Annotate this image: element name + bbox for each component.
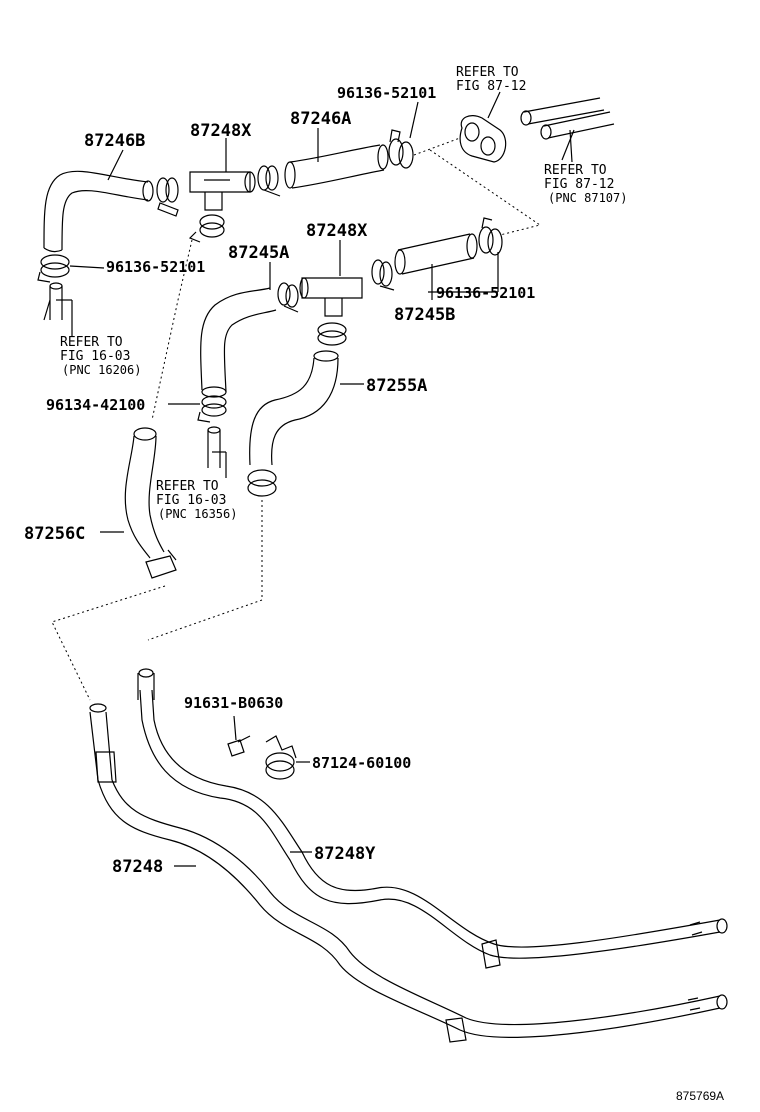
ref-right-line3: (PNC 87107): [548, 191, 627, 205]
ref-top-line1: REFER TO: [456, 65, 519, 80]
figure-code: 875769A: [676, 1089, 724, 1103]
label-87248X-top: 87248X: [190, 121, 252, 141]
clamp-96136-right: [478, 217, 503, 256]
label-96134: 96134-42100: [46, 396, 145, 414]
hose-87245A: [200, 287, 277, 393]
pipe-87248Y: [139, 689, 721, 959]
clamp-96136-left: [37, 254, 70, 283]
clamp-5: [371, 259, 395, 291]
tee-87248X-mid: [299, 277, 363, 317]
pipe-87248: [97, 779, 721, 1038]
hose-87245B: [397, 233, 475, 275]
hose-87246A: [289, 144, 385, 189]
label-87245B: 87245B: [394, 305, 455, 325]
label-91631: 91631-B0630: [184, 694, 283, 712]
clamp-7: [247, 469, 277, 497]
ref-top-line2: FIG 87-12: [456, 79, 526, 94]
clamp-96134: [197, 395, 227, 423]
label-87246B: 87246B: [84, 131, 145, 151]
pipes-top-right: [520, 97, 615, 163]
ref-mid-line1: REFER TO: [156, 479, 219, 494]
label-96136-top: 96136-52101: [337, 84, 436, 102]
ref-left-line2: FIG 16-03: [60, 349, 130, 364]
ref-right-line1: REFER TO: [544, 163, 607, 178]
pipe-stub-left: [43, 282, 63, 321]
label-87124: 87124-60100: [312, 754, 411, 772]
label-87248X-mid: 87248X: [306, 221, 368, 241]
hose-87246B: [43, 170, 149, 251]
clamp-6: [317, 322, 347, 346]
clamp-4: [277, 282, 299, 313]
clamp-1: [156, 177, 179, 217]
label-87248Y: 87248Y: [314, 844, 376, 864]
clamp-2: [188, 214, 225, 243]
ref-left-line1: REFER TO: [60, 335, 123, 350]
pipe-stub-mid: [207, 426, 221, 468]
label-87245A: 87245A: [228, 243, 289, 263]
ref-right-line2: FIG 87-12: [544, 177, 614, 192]
clamp-8: [145, 549, 177, 579]
bolt-91631: [227, 735, 251, 757]
tee-87248X-top: [189, 171, 256, 211]
ref-mid-line2: FIG 16-03: [156, 493, 226, 508]
ref-mid-line3: (PNC 16356): [158, 507, 237, 521]
clamp-96136-top: [388, 129, 414, 169]
label-87256C: 87256C: [24, 524, 85, 544]
label-96136-right: 96136-52101: [436, 284, 535, 302]
label-96136-left: 96136-52101: [106, 258, 205, 276]
label-87255A: 87255A: [366, 376, 427, 396]
label-87248: 87248: [112, 857, 163, 877]
hose-87255A: [249, 357, 339, 466]
hose-87256C: [124, 435, 165, 559]
grommet: [459, 115, 507, 163]
label-87246A: 87246A: [290, 109, 351, 129]
hose-87246B-end: [142, 180, 154, 202]
clamp-3: [257, 165, 281, 197]
bracket-87124: [265, 735, 297, 780]
ref-left-line3: (PNC 16206): [62, 363, 141, 377]
hose-87246B-bottom: [43, 247, 63, 253]
